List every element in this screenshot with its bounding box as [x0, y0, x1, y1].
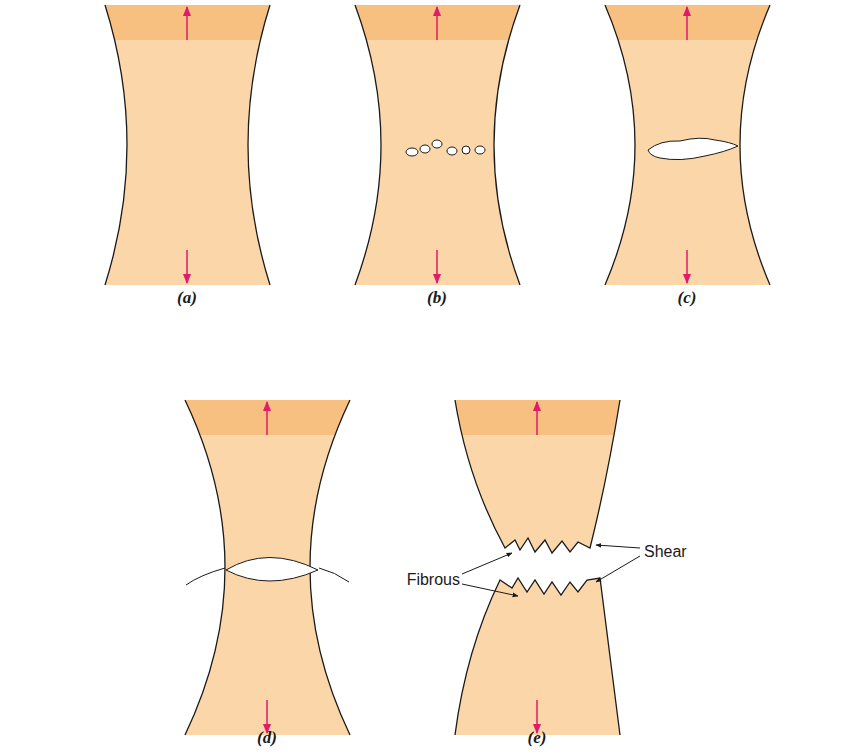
void-coalescence — [648, 138, 738, 159]
leader-line — [462, 584, 518, 596]
leader-line — [462, 553, 512, 574]
microvoid — [406, 148, 418, 156]
callout-label: Shear — [644, 543, 687, 561]
load-arrow — [186, 7, 188, 40]
load-arrow — [536, 402, 538, 435]
specimen-lower-half — [455, 578, 620, 735]
part-label: (e) — [528, 728, 547, 748]
load-arrow — [436, 7, 438, 40]
shear-crack — [186, 568, 349, 585]
part-label: (b) — [427, 288, 447, 308]
leader-line — [596, 556, 640, 582]
crack — [226, 558, 318, 582]
part-label: (d) — [257, 728, 277, 748]
microvoid — [432, 140, 442, 148]
specimen-body — [185, 400, 350, 735]
grip-band — [450, 400, 625, 435]
grip-band — [100, 5, 275, 40]
load-arrow — [436, 250, 438, 283]
microvoid — [447, 147, 457, 155]
part-label: (a) — [177, 288, 197, 308]
grip-band — [180, 400, 355, 435]
callout-label: Fibrous — [407, 571, 460, 589]
load-arrow — [266, 402, 268, 435]
specimen-body — [355, 5, 520, 285]
leader-line — [596, 545, 640, 548]
microvoid — [462, 146, 470, 154]
specimen-body — [605, 5, 770, 285]
grip-band — [350, 5, 525, 40]
load-arrow — [686, 250, 688, 283]
load-arrow — [186, 250, 188, 283]
part-label: (c) — [678, 288, 697, 308]
microvoid — [475, 146, 485, 154]
specimen-body — [105, 5, 270, 285]
grip-band — [600, 5, 775, 40]
load-arrow — [686, 7, 688, 40]
microvoid — [420, 145, 430, 153]
